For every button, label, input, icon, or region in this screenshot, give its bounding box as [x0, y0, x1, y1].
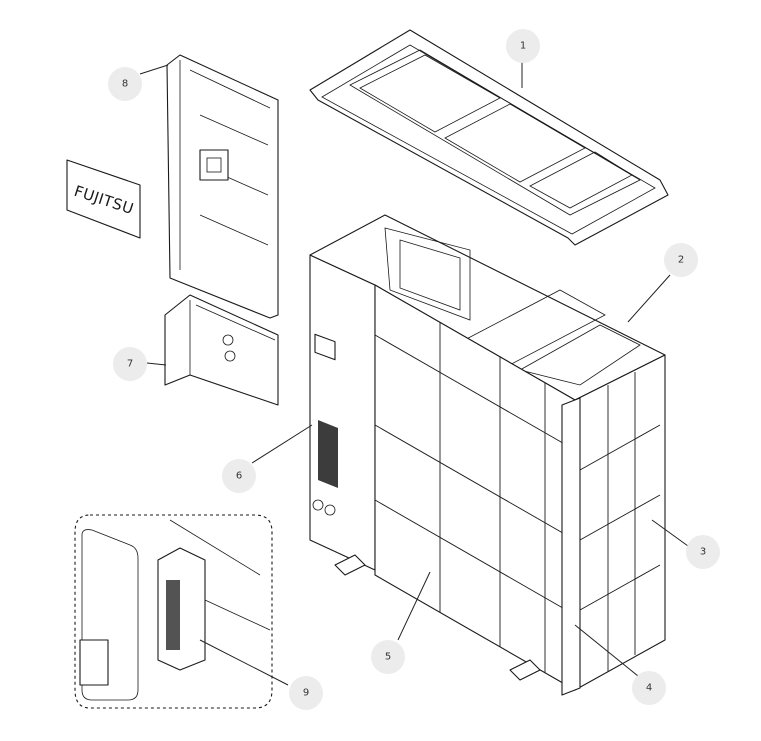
callout-label-7: 7: [127, 359, 133, 370]
leader-5: [397, 571, 431, 641]
right-side-panel-lower: [164, 294, 279, 406]
leader-6: [251, 424, 313, 464]
callout-7: 7: [113, 347, 147, 381]
leader-4: [574, 624, 639, 677]
callout-label-5: 5: [385, 652, 391, 663]
leader-7: [146, 362, 167, 366]
callout-label-2: 2: [678, 255, 684, 266]
callout-6: 6: [222, 459, 256, 493]
leader-9: [199, 639, 289, 686]
callout-label-6: 6: [236, 471, 242, 482]
leader-2: [627, 274, 671, 323]
callout-label-9: 9: [303, 688, 309, 699]
fujitsu-logo-plate: FUJITSU: [66, 159, 141, 239]
callout-4: 4: [632, 671, 666, 705]
top-panel: [309, 29, 669, 246]
right-side-panel-upper: [166, 54, 279, 319]
callout-label-8: 8: [122, 79, 128, 90]
detail-inset: [74, 514, 273, 709]
callout-1: 1: [506, 29, 540, 63]
outdoor-unit-cabinet: [309, 214, 666, 696]
callout-label-3: 3: [700, 547, 706, 558]
callout-3: 3: [686, 535, 720, 569]
callout-8: 8: [108, 67, 142, 101]
callout-label-1: 1: [520, 41, 526, 52]
leader-8: [139, 64, 169, 75]
callout-9: 9: [289, 676, 323, 710]
leader-3: [651, 519, 689, 547]
callout-label-4: 4: [646, 683, 652, 694]
callout-2: 2: [664, 243, 698, 277]
callout-5: 5: [371, 640, 405, 674]
